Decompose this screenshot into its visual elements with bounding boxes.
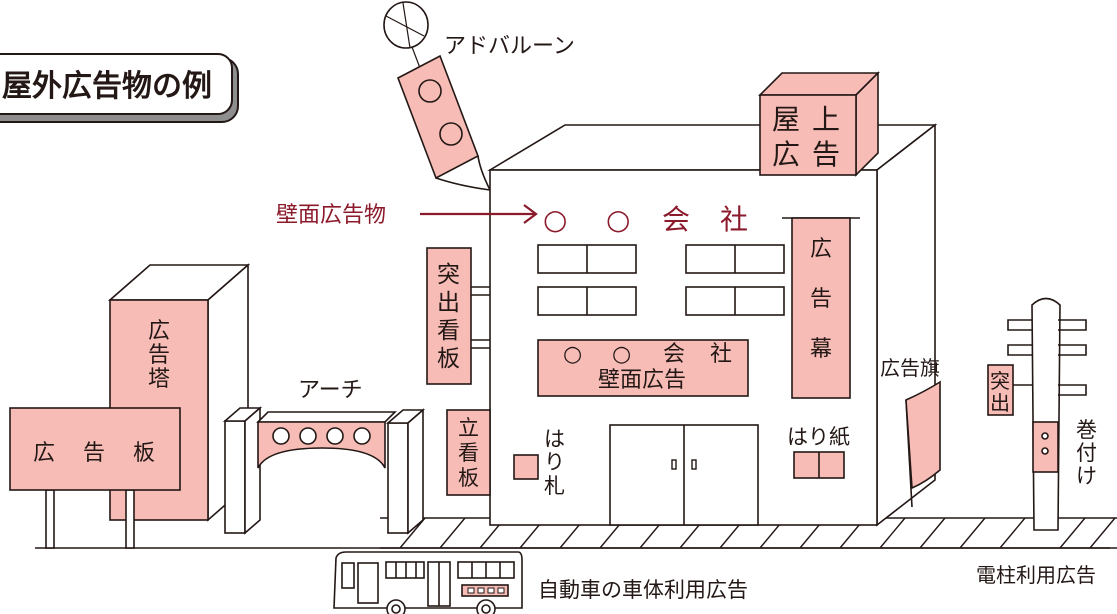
ad-balloon: [383, 1, 491, 191]
svg-text:○: ○: [606, 203, 630, 236]
wall-ad-panel: [537, 339, 749, 397]
posted-paper: [793, 451, 845, 479]
entrance-door: [609, 424, 759, 526]
svg-text:り: り: [544, 450, 565, 474]
arch: [222, 406, 426, 535]
wrap-ad-text: 巻 付 け: [1076, 418, 1097, 488]
bus: [333, 551, 523, 614]
svg-text:幕: 幕: [810, 337, 832, 362]
wall-ad-panel-text: ○ ○ 会 社 壁面広告: [563, 342, 732, 393]
ad-curtain-text: 広 告 幕: [810, 237, 832, 362]
svg-text:板: 板: [437, 346, 460, 372]
svg-text:会: 会: [663, 342, 685, 367]
projecting-sign-pole-text: 突 出: [990, 369, 1010, 415]
page-title: 屋外広告物の例: [2, 69, 212, 104]
wall-ad-arrow: [420, 204, 538, 224]
svg-text:突: 突: [437, 262, 460, 288]
ad-flag: [905, 380, 941, 508]
title-badge: 屋外広告物の例: [0, 53, 239, 123]
svg-text:広: 広: [772, 138, 800, 171]
standing-sign: [446, 409, 491, 496]
svg-text:札: 札: [544, 474, 565, 498]
projecting-sign: [426, 247, 490, 385]
svg-text:壁面広告: 壁面広告: [598, 368, 686, 393]
svg-text:○: ○: [612, 342, 631, 367]
svg-text:社: 社: [710, 342, 732, 367]
svg-text:上: 上: [812, 103, 840, 136]
svg-text:○: ○: [563, 342, 582, 367]
svg-text:広: 広: [33, 441, 55, 466]
svg-text:け: け: [1076, 464, 1097, 488]
vehicle-ad-label: 自動車の車体利用広告: [538, 578, 748, 602]
svg-text:突: 突: [990, 369, 1010, 393]
utility-pole: [987, 297, 1087, 531]
svg-text:看: 看: [437, 318, 460, 344]
company-sign: ○ ○ 会 社: [543, 203, 748, 236]
posted-bill: [513, 454, 539, 480]
svg-text:告: 告: [83, 441, 105, 466]
rooftop-ad-text: 屋 上 広 告: [772, 103, 840, 171]
utility-pole-ad-label: 電柱利用広告: [976, 563, 1096, 587]
svg-text:板: 板: [133, 441, 155, 466]
wall-ad-object-label: 壁面広告物: [276, 203, 386, 228]
svg-text:社: 社: [720, 203, 748, 236]
svg-text:板: 板: [458, 466, 479, 490]
billboard: [9, 407, 181, 549]
svg-text:広: 広: [810, 237, 832, 262]
standing-sign-text: 立 看 板: [458, 416, 479, 490]
billboard-text: 広 告 板: [33, 441, 155, 466]
svg-text:○: ○: [543, 203, 567, 236]
ad-curtain: [782, 217, 860, 399]
svg-text:出: 出: [990, 391, 1010, 415]
svg-text:巻: 巻: [1076, 418, 1097, 442]
svg-text:告: 告: [148, 343, 170, 368]
windows: [537, 244, 785, 316]
svg-text:会: 会: [662, 203, 690, 236]
projecting-sign-text: 突 出 看 板: [437, 262, 460, 372]
ad-balloon-label: アドバルーン: [444, 34, 575, 59]
posted-paper-label: はり紙: [787, 425, 850, 449]
svg-text:告: 告: [810, 287, 832, 312]
svg-text:は: は: [544, 427, 565, 451]
svg-text:立: 立: [458, 416, 479, 440]
svg-text:屋: 屋: [772, 103, 800, 136]
ad-tower-text: 広 告 塔: [148, 319, 170, 392]
posted-bill-text: は り 札: [544, 427, 565, 498]
svg-text:告: 告: [812, 138, 840, 171]
svg-text:付: 付: [1076, 441, 1097, 465]
svg-text:看: 看: [458, 441, 479, 465]
arch-label: アーチ: [298, 378, 363, 403]
svg-text:出: 出: [437, 290, 460, 316]
rooftop-ad: [758, 71, 880, 177]
svg-text:広: 広: [148, 319, 170, 344]
ad-flag-label: 広告旗: [880, 356, 940, 380]
svg-text:塔: 塔: [148, 367, 170, 392]
